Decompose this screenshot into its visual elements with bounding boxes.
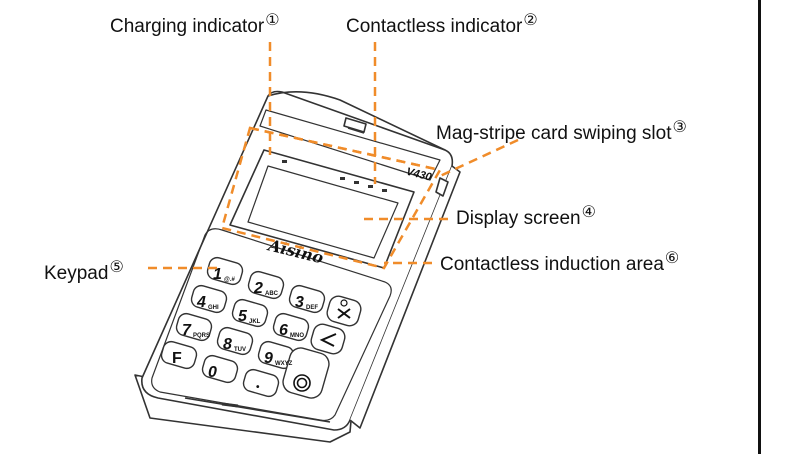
key-0-label: 0 bbox=[208, 364, 217, 381]
confirm-circle-icon bbox=[293, 374, 311, 392]
keypad-keys bbox=[160, 256, 362, 399]
key-1-label: 1 bbox=[213, 266, 222, 283]
key-f-label: F bbox=[172, 350, 182, 367]
key-7-sub: PQRS bbox=[193, 333, 210, 339]
key-2-sub: ABC bbox=[265, 291, 279, 297]
callout-induction-num: ⑥ bbox=[664, 248, 680, 267]
key-cancel bbox=[326, 295, 362, 327]
key-0 bbox=[201, 354, 239, 384]
callout-magstripe-text: Mag-stripe card swiping slot bbox=[436, 123, 672, 144]
callout-display-screen: Display screen④ bbox=[456, 204, 596, 229]
led-indicators bbox=[282, 160, 387, 192]
callout-magstripe-slot: Mag-stripe card swiping slot③ bbox=[436, 119, 687, 144]
callout-keypad-num: ⑤ bbox=[109, 257, 124, 276]
key-1-sub: @.# bbox=[224, 277, 236, 283]
key-1 bbox=[206, 256, 244, 286]
key-f bbox=[160, 340, 198, 370]
key-5-sub: JKL bbox=[249, 319, 261, 325]
key-backspace bbox=[310, 323, 346, 355]
callout-charging-text: Charging indicator bbox=[110, 16, 265, 37]
key-dot bbox=[242, 368, 280, 398]
key-dot-label: • bbox=[256, 382, 260, 393]
display-screen bbox=[229, 149, 415, 269]
key-5-label: 5 bbox=[238, 308, 248, 325]
callout-keypad-text: Keypad bbox=[44, 263, 109, 284]
key-9-sub: WXYZ bbox=[275, 361, 293, 367]
key-3-label: 3 bbox=[295, 294, 304, 311]
key-7-label: 7 bbox=[182, 322, 192, 339]
key-6-label: 6 bbox=[279, 322, 288, 339]
callout-keypad: Keypad⑤ bbox=[44, 259, 124, 284]
callout-induction-text: Contactless induction area bbox=[440, 254, 664, 275]
callout-magstripe-num: ③ bbox=[672, 117, 687, 136]
callout-charging-num: ① bbox=[265, 10, 280, 29]
backspace-icon bbox=[319, 333, 337, 347]
key-8-label: 8 bbox=[223, 336, 232, 353]
key-8-sub: TUV bbox=[234, 347, 246, 353]
key-9-label: 9 bbox=[264, 350, 273, 367]
callout-contactless-indicator: Contactless indicator② bbox=[346, 12, 538, 37]
key-3 bbox=[288, 284, 326, 314]
frame-border-line bbox=[758, 0, 761, 454]
key-7 bbox=[175, 312, 213, 342]
callout-contactless-text: Contactless indicator bbox=[346, 16, 523, 37]
callout-leaders bbox=[148, 42, 519, 270]
key-4 bbox=[190, 284, 228, 314]
key-3-sub: DEF bbox=[306, 305, 318, 311]
key-5 bbox=[231, 298, 269, 328]
callout-contactless-induction: Contactless induction area⑥ bbox=[440, 250, 679, 275]
callout-charging-indicator: Charging indicator① bbox=[110, 12, 280, 37]
key-2 bbox=[247, 270, 285, 300]
contactless-region-outline bbox=[220, 126, 442, 270]
key-4-sub: GHI bbox=[208, 305, 219, 311]
cancel-x-icon bbox=[337, 299, 351, 319]
key-4-label: 4 bbox=[196, 294, 206, 311]
callout-display-num: ④ bbox=[581, 202, 596, 221]
key-2-label: 2 bbox=[253, 280, 263, 297]
callout-display-text: Display screen bbox=[456, 208, 581, 229]
key-6 bbox=[272, 312, 310, 342]
callout-contactless-num: ② bbox=[523, 10, 538, 29]
key-8 bbox=[216, 326, 254, 356]
key-6-sub: MNO bbox=[290, 333, 304, 339]
